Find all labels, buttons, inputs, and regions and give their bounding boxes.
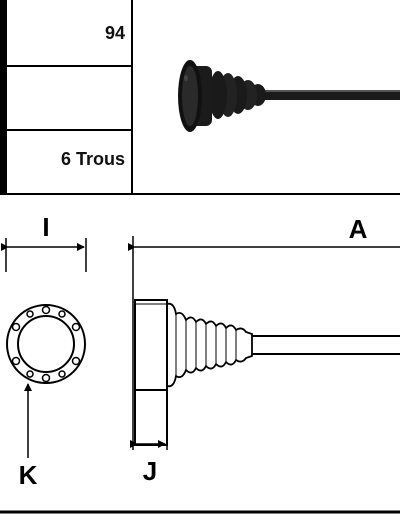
shaft-side-view: A J xyxy=(128,214,400,486)
bolt-hole-icon xyxy=(41,305,51,315)
tech-drawing: I K A xyxy=(0,200,400,516)
bolt-hole-icon xyxy=(71,322,81,332)
dimension-k-label: K xyxy=(19,460,38,490)
bolt-hole-icon xyxy=(41,373,51,383)
dimension-i-label: I xyxy=(42,212,49,242)
flange-front-view: I K xyxy=(1,212,87,490)
bolt-hole-icon xyxy=(58,370,66,378)
dimension-a-label: A xyxy=(349,214,368,244)
spec-table-frame xyxy=(0,0,400,195)
photo-shaft xyxy=(250,90,400,100)
flange-outer-circle xyxy=(6,304,86,384)
bolt-hole-icon xyxy=(26,310,34,318)
dimension-diagram: I K A xyxy=(0,212,400,514)
bolt-hole-icon xyxy=(26,370,34,378)
left-edge-bar xyxy=(0,0,7,195)
photo-boot-fold xyxy=(209,71,227,119)
dimension-j-label: J xyxy=(143,456,157,486)
product-photo xyxy=(178,60,400,132)
flange-lower-section xyxy=(134,389,168,446)
flange-side-block xyxy=(134,299,168,391)
bolt-hole-icon xyxy=(58,310,66,318)
boot-bellows xyxy=(166,302,253,388)
flange-inner-circle xyxy=(17,315,75,373)
bolt-hole-icon xyxy=(11,356,21,366)
bolt-hole-icon xyxy=(11,322,21,332)
spec-table: 94 6 Trous xyxy=(0,0,400,195)
spec-value-row-3: 6 Trous xyxy=(60,149,125,169)
bolt-hole-icon xyxy=(71,356,81,366)
spec-value-row-1: 94 xyxy=(104,23,125,43)
